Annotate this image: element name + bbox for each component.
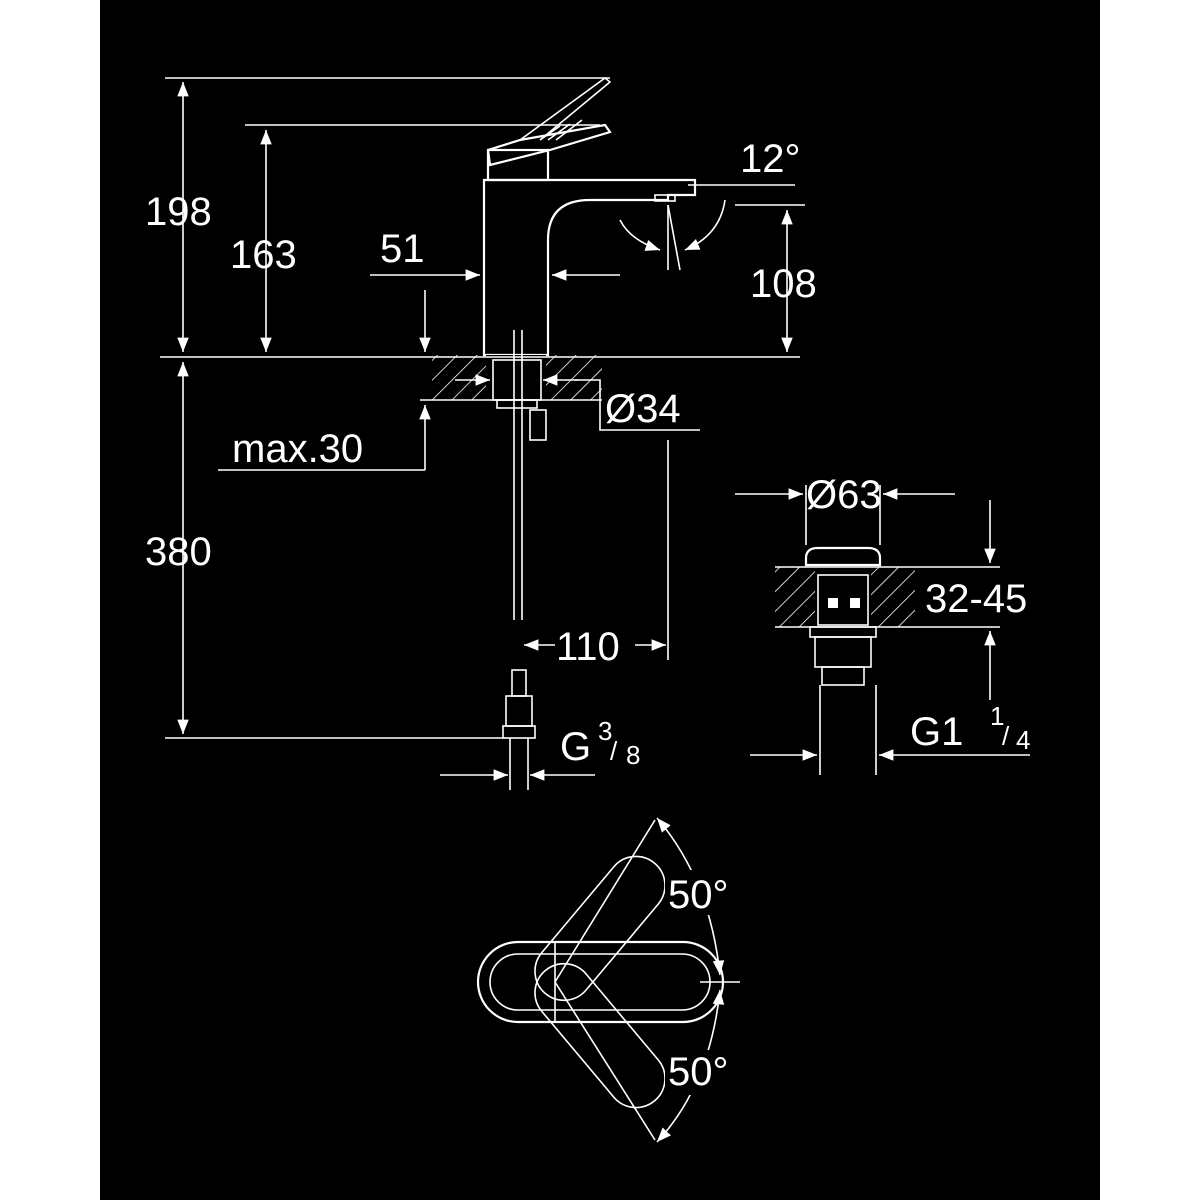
dim-waste-diameter: Ø63 [735, 473, 955, 545]
dim-hole-diameter: Ø34 [455, 374, 700, 431]
handle-base [486, 148, 550, 182]
label-waste-thread-main: G1 [910, 710, 963, 754]
label-spout-clearance: 108 [750, 262, 817, 306]
label-spout-angle: 12° [740, 137, 801, 181]
dim-body-width: 51 [370, 227, 620, 281]
dim-spout-height: 163 [230, 124, 600, 352]
label-waste-range: 32-45 [925, 577, 1027, 621]
dim-hose-length: 380 [145, 362, 505, 739]
hose-fitting [511, 669, 527, 697]
handle-rotated-down [534, 962, 666, 1109]
dim-spout-reach: 110 [524, 440, 669, 669]
aerator [654, 194, 676, 202]
label-thread-main: G [560, 725, 591, 769]
faucet-side-view [160, 76, 800, 790]
label-spout-height: 163 [230, 233, 297, 277]
handle-rotation-top-view: 50° 50° [476, 817, 760, 1143]
label-waste-thread-den: 4 [1016, 725, 1030, 755]
label-rotation-down: 50° [668, 1050, 729, 1094]
dim-spout-angle: 12° [619, 137, 801, 271]
label-waste-thread-num: 1 [990, 701, 1004, 731]
label-hole-diameter: Ø34 [605, 387, 681, 431]
label-total-height: 198 [145, 190, 212, 234]
dim-waste-thread: G1 1 / 4 [750, 701, 1030, 761]
label-rotation-up: 50° [668, 873, 729, 917]
label-spout-reach: 110 [556, 625, 620, 669]
label-max-deck-thickness: max.30 [232, 427, 363, 471]
dim-waste-range: 32-45 [925, 500, 1027, 700]
svg-text:/: / [1002, 721, 1010, 751]
dim-max-deck-thickness: max.30 [218, 290, 431, 471]
svg-text:/: / [610, 736, 618, 766]
waste-assembly [775, 546, 1000, 775]
faucet-body [482, 178, 697, 357]
dim-spout-clearance: 108 [735, 204, 817, 352]
waste-cap [804, 546, 882, 567]
handle-upper-outline [519, 76, 612, 141]
faucet-dimension-drawing: 198 163 51 12° 108 Ø34 max.30 [145, 76, 1030, 1143]
label-thread-num: 3 [598, 716, 612, 746]
label-thread-den: 8 [626, 740, 640, 770]
waste-body [817, 574, 869, 626]
handle-rotated-up [534, 855, 666, 1002]
label-waste-diameter: Ø63 [806, 473, 882, 517]
waste-nut [814, 636, 872, 668]
dim-total-height: 198 [145, 77, 610, 352]
label-body-width: 51 [380, 227, 425, 271]
label-hose-length: 380 [145, 530, 212, 574]
technical-drawing: 198 163 51 12° 108 Ø34 max.30 [100, 0, 1100, 1200]
dim-thread-connection: G 3 / 8 [440, 716, 640, 781]
